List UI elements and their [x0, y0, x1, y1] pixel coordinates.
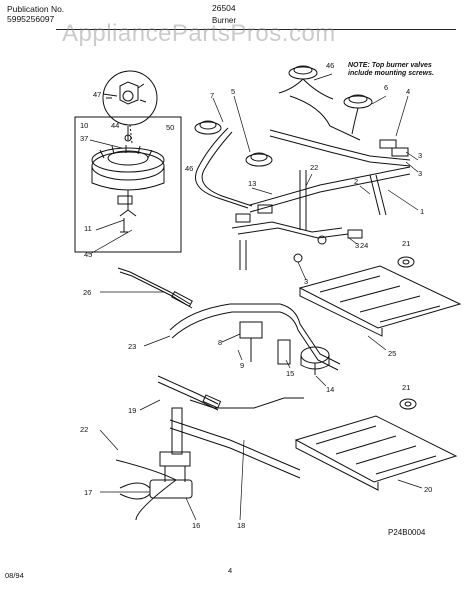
callout-47: 47 [93, 90, 101, 99]
note-text: NOTE: Top burner valves include mounting… [348, 62, 434, 78]
note-line-1: NOTE: Top burner valves [348, 62, 432, 69]
callout-17: 17 [84, 488, 92, 497]
callout-45: 45 [84, 250, 92, 259]
callout-7: 7 [210, 91, 214, 100]
ignitor-wire-19 [157, 375, 219, 405]
oven-safety-valve [119, 407, 193, 500]
callout-4: 4 [406, 87, 410, 96]
lower-heat-shield [294, 415, 458, 491]
callout-19: 19 [128, 406, 136, 415]
header-divider [56, 29, 456, 30]
page-number: 4 [228, 566, 233, 575]
callout-labels: 47 46 46 7 5 6 4 10 44 50 37 11 45 3 3 3… [80, 61, 432, 530]
callout-22-top: 22 [310, 163, 318, 172]
callout-21-lower: 21 [402, 383, 410, 392]
ignitor-wire-26 [117, 267, 191, 305]
note-line-2: include mounting screws. [348, 70, 434, 77]
callout-23: 23 [128, 342, 136, 351]
section-title: Burner [212, 16, 237, 25]
top-burner-front-right [343, 94, 373, 135]
grommet-21-upper [397, 256, 415, 268]
inset-box-burner-detail [74, 116, 182, 253]
mounting-bracket [277, 339, 291, 365]
callout-20: 20 [424, 485, 432, 494]
publication-label: Publication No. [7, 4, 65, 14]
callout-3-a: 3 [418, 151, 422, 160]
callout-26: 26 [83, 288, 91, 297]
callout-21-upper: 21 [402, 239, 410, 248]
broil-tube [169, 419, 301, 471]
drawing-code: P24B0004 [388, 528, 426, 537]
model-number: 26504 [212, 3, 236, 13]
callout-16: 16 [192, 521, 200, 530]
callout-3-c: 3 [355, 241, 359, 250]
callout-14: 14 [326, 385, 334, 394]
callout-3-b: 3 [418, 169, 422, 178]
callout-18: 18 [237, 521, 245, 530]
callout-3-d: 3 [304, 277, 308, 286]
callout-50: 50 [166, 123, 174, 132]
footer-date: 08/94 [5, 571, 24, 580]
top-burner-rear-left [194, 120, 222, 135]
pressure-regulator [300, 346, 330, 375]
gas-manifold-tubing [195, 95, 411, 270]
oven-burner-tube [169, 303, 341, 365]
callout-6: 6 [384, 83, 388, 92]
callout-22-bottom: 22 [80, 425, 88, 434]
capillary-tube [115, 459, 177, 521]
callout-8: 8 [218, 338, 222, 347]
top-burner-front-left [245, 152, 273, 167]
publication-number: 5995256097 [7, 14, 55, 24]
leader-47 [102, 93, 118, 97]
grommet-21-lower [399, 398, 417, 410]
callout-44: 44 [111, 121, 119, 130]
callout-13: 13 [248, 179, 256, 188]
callout-9: 9 [240, 361, 244, 370]
callout-25: 25 [388, 349, 396, 358]
callout-46-left: 46 [185, 164, 193, 173]
upper-heat-shield [298, 265, 462, 337]
callout-15: 15 [286, 369, 294, 378]
inset-connector [129, 124, 133, 144]
callout-leaders [89, 73, 423, 521]
callout-5: 5 [231, 87, 235, 96]
callout-10: 10 [80, 121, 88, 130]
callout-11: 11 [84, 224, 92, 233]
watermark: AppliancePartsPros.com [62, 20, 336, 47]
callout-2: 2 [354, 177, 358, 186]
callout-46-top: 46 [326, 61, 334, 70]
oven-burner-ignitor [239, 321, 263, 339]
top-burner-rear-right [278, 65, 334, 100]
callout-24: 24 [360, 241, 368, 250]
callout-1: 1 [420, 207, 424, 216]
callout-37: 37 [80, 134, 88, 143]
